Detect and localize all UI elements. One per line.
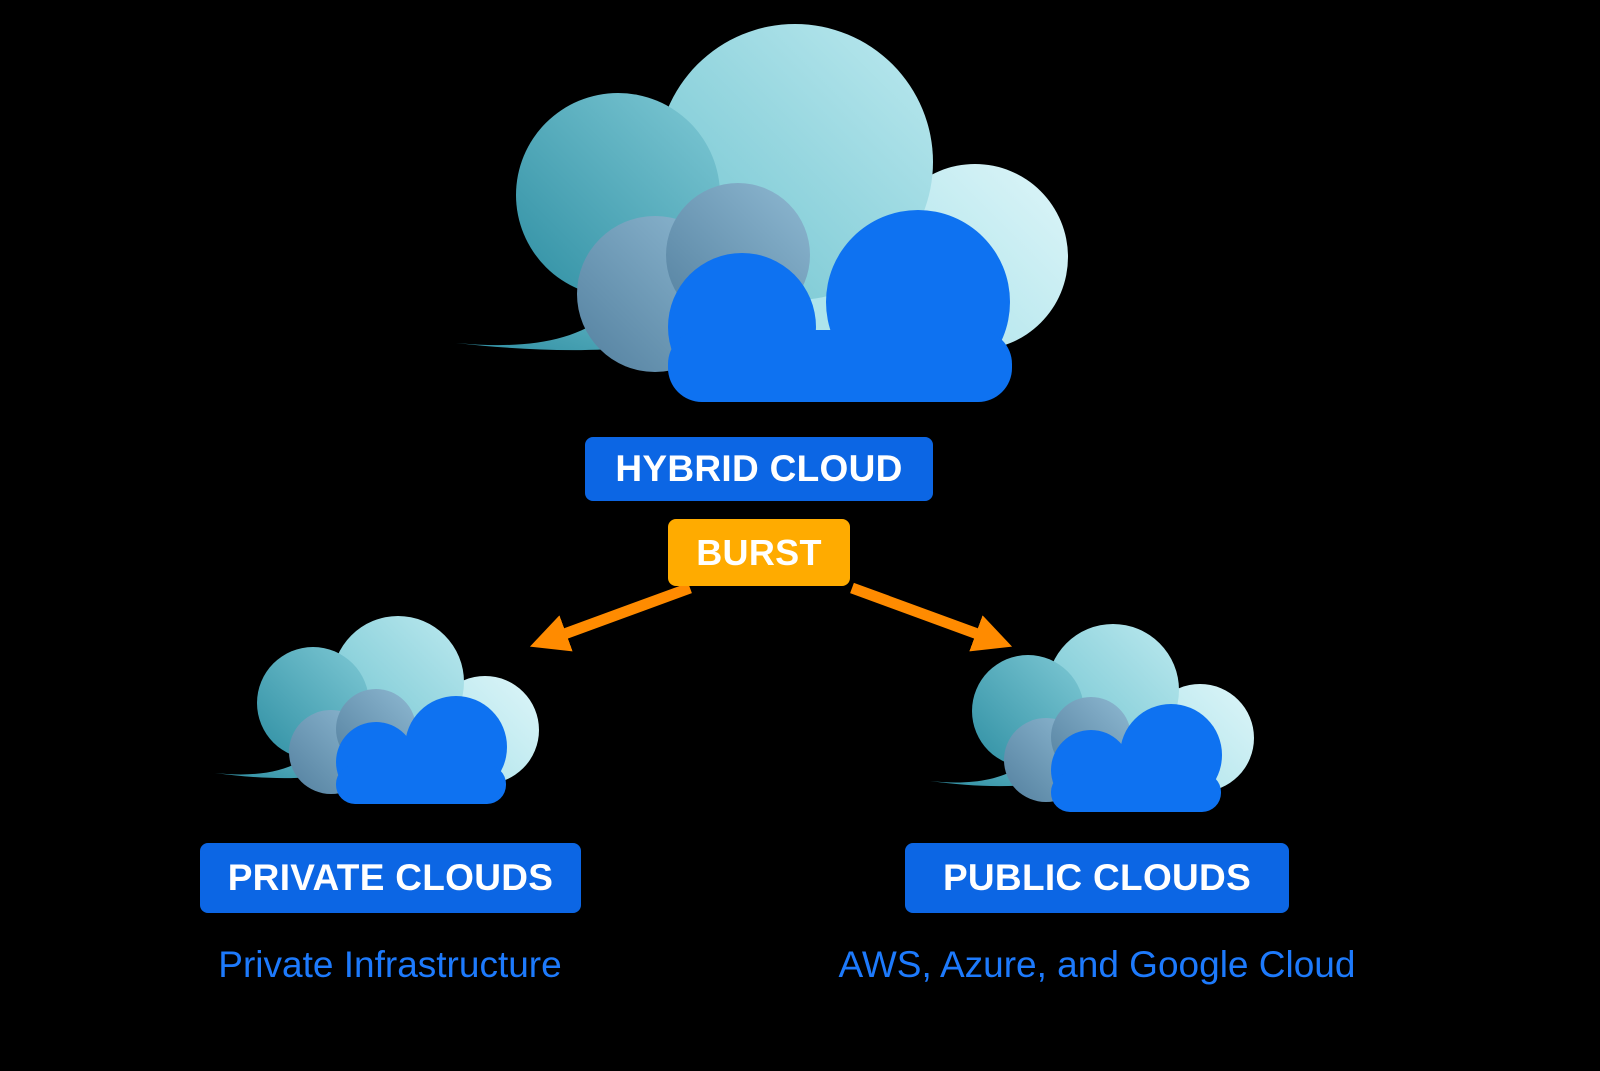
hybrid-cloud-label: HYBRID CLOUD [585,437,933,501]
burst-arrow-to-private [529,582,692,652]
burst-label: BURST [668,519,850,586]
hybrid-cloud-illustration [456,24,1068,402]
public-clouds-caption: AWS, Azure, and Google Cloud [838,944,1356,985]
private-clouds-label: PRIVATE CLOUDS [200,843,581,913]
public-cloud-illustration [928,618,1278,823]
public-clouds-label: PUBLIC CLOUDS [905,843,1289,913]
private-clouds-caption: Private Infrastructure [218,944,562,985]
private-cloud-illustration [213,610,563,815]
